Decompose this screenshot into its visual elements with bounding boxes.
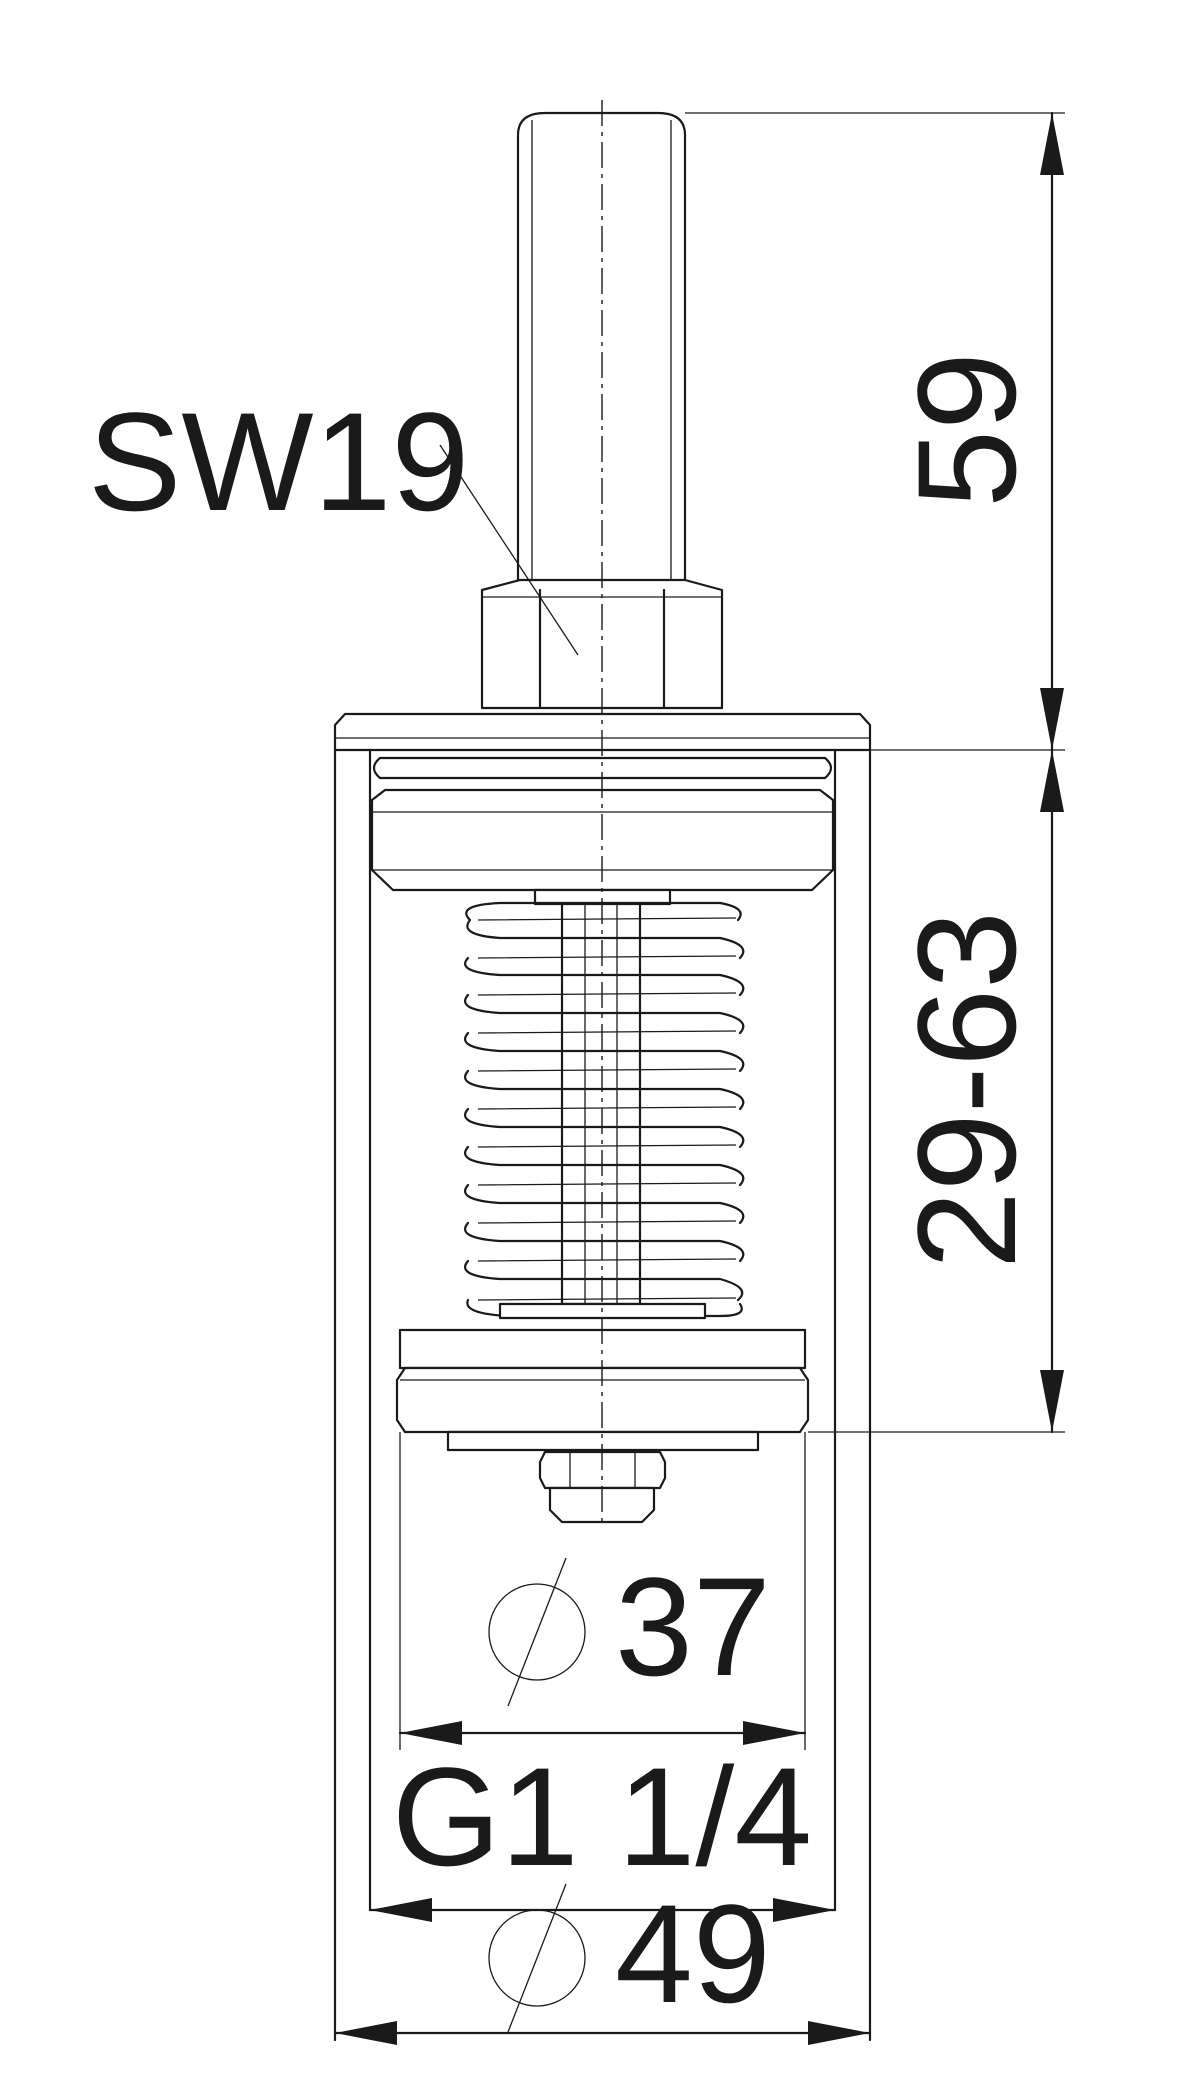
dim-inner-diameter [398,1721,807,1745]
dim-stem-length [1040,111,1064,752]
sw19-leader [439,444,579,656]
outer-diameter-label: 49 [615,1875,771,2032]
diameter-icon [488,1557,586,1707]
dim-stroke-range [1040,748,1064,1434]
dim-thread [368,1898,837,1922]
lower-disc [395,1328,810,1434]
thread-label: G1 1/4 [392,1738,812,1895]
inner-diameter-label: 37 [615,1548,771,1705]
compression-spring [464,901,745,1318]
stroke-range-label: 29-63 [888,911,1045,1269]
stem-length-label: 59 [888,352,1045,508]
spring-rod [560,902,642,1306]
bottom-nut [538,1450,667,1524]
o-ring [372,756,833,780]
valve-insert [333,111,872,2042]
dim-outer-diameter [333,2021,872,2045]
diameter-icon [488,1883,586,2033]
outer-housing [333,748,872,2042]
valve-stem [516,111,687,587]
wrench-size-label: SW19 [88,383,469,540]
seal-washer [446,1430,760,1452]
